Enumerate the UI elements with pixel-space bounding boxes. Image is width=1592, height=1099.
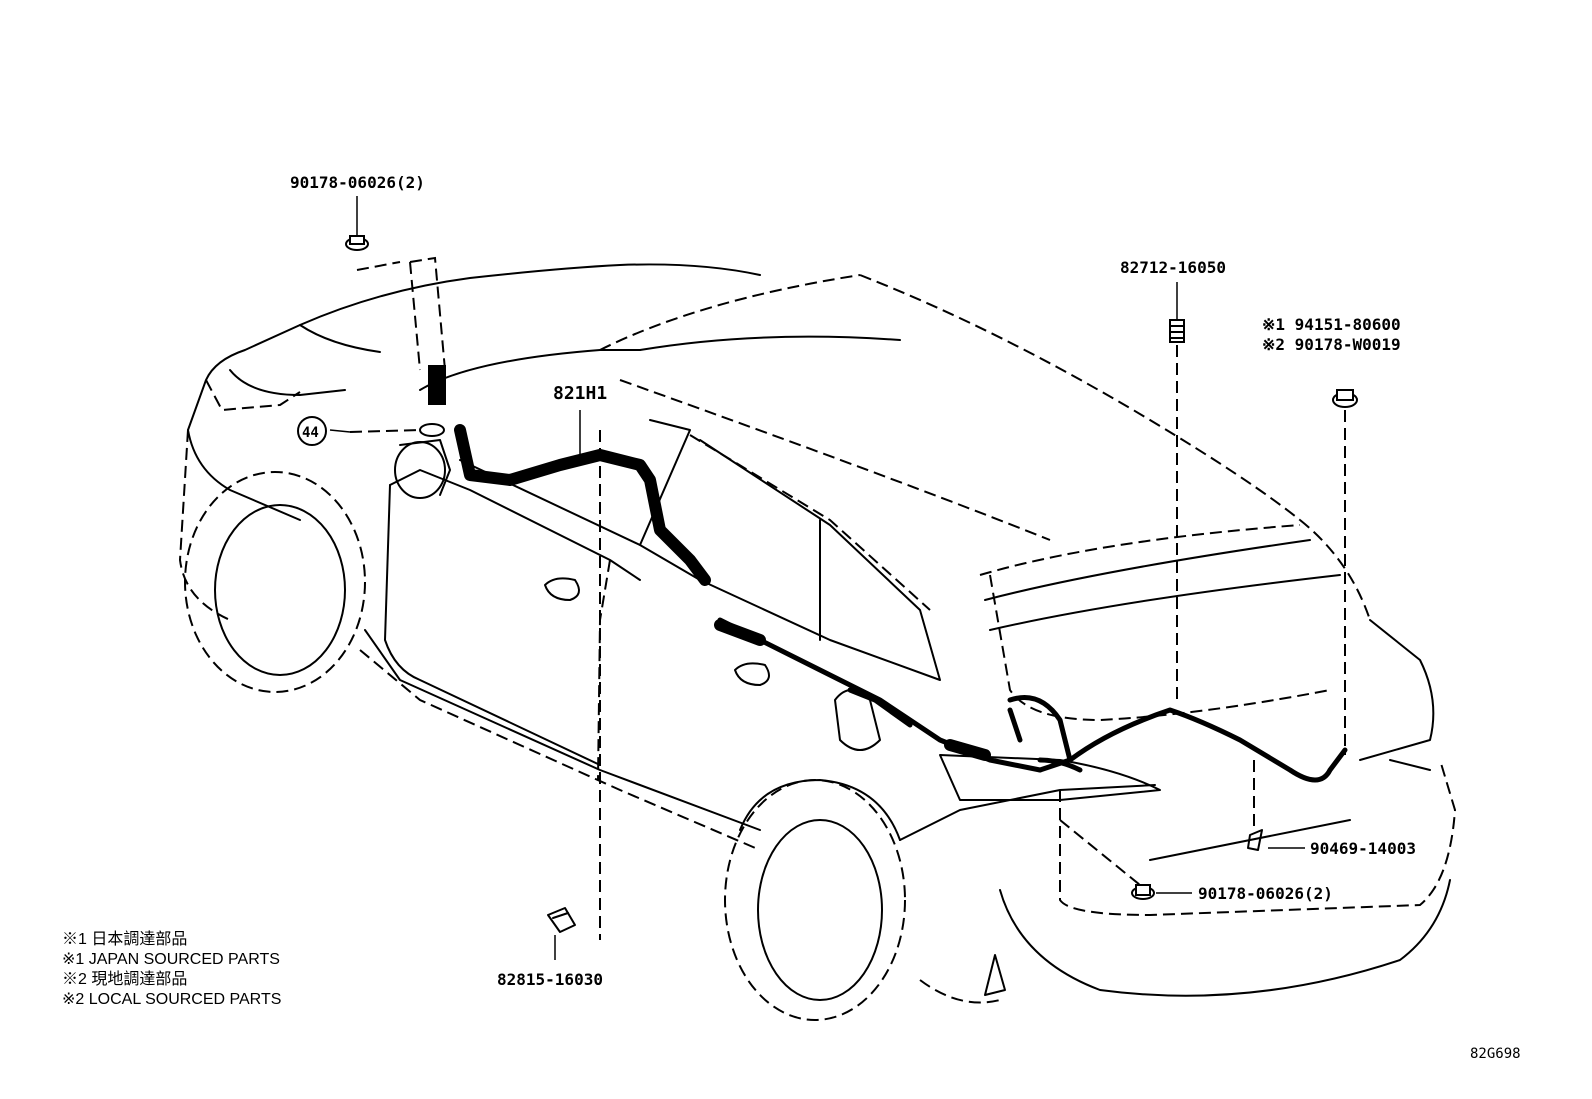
legend-line-2: ※1 JAPAN SOURCED PARTS xyxy=(62,951,280,968)
nut-icon xyxy=(345,235,369,251)
leader-lines xyxy=(329,196,1346,960)
part-number-94151-80600: ※1 94151-80600 xyxy=(1262,315,1401,334)
wire-harness xyxy=(454,424,1348,783)
figure-id: 82G698 xyxy=(1470,1046,1521,1062)
side-mirror xyxy=(394,365,451,499)
part-number-90469-14003: 90469-14003 xyxy=(1310,839,1416,858)
legend-line-3: ※2 現地調達部品 xyxy=(62,970,187,988)
car-body-outline xyxy=(178,263,1457,1021)
nut-icon-bottom xyxy=(1131,884,1155,900)
legend-line-4: ※2 LOCAL SOURCED PARTS xyxy=(62,991,281,1008)
clamp-icon xyxy=(1247,829,1263,851)
part-labels: 90178-06026(2) 821H1 82712-16050 ※1 9415… xyxy=(290,173,1416,989)
camera-unit xyxy=(428,365,446,405)
part-number-82815-16030: 82815-16030 xyxy=(497,970,603,989)
part-number-90178-06026-top: 90178-06026(2) xyxy=(290,173,425,192)
reference-circle xyxy=(297,416,327,446)
part-number-821H1: 821H1 xyxy=(553,383,607,404)
antenna-icon xyxy=(1169,319,1185,343)
bracket-icon xyxy=(547,907,576,933)
legend: ※1 日本調達部品 ※1 JAPAN SOURCED PARTS ※2 現地調達… xyxy=(62,930,281,1008)
clip-icon xyxy=(1332,389,1358,408)
part-number-90178-06026-bottom: 90178-06026(2) xyxy=(1198,884,1333,903)
part-number-82712-16050: 82712-16050 xyxy=(1120,258,1226,277)
part-number-90178-W0019: ※2 90178-W0019 xyxy=(1262,335,1401,354)
reference-number-44: 44 xyxy=(302,425,319,441)
legend-line-1: ※1 日本調達部品 xyxy=(62,930,187,948)
